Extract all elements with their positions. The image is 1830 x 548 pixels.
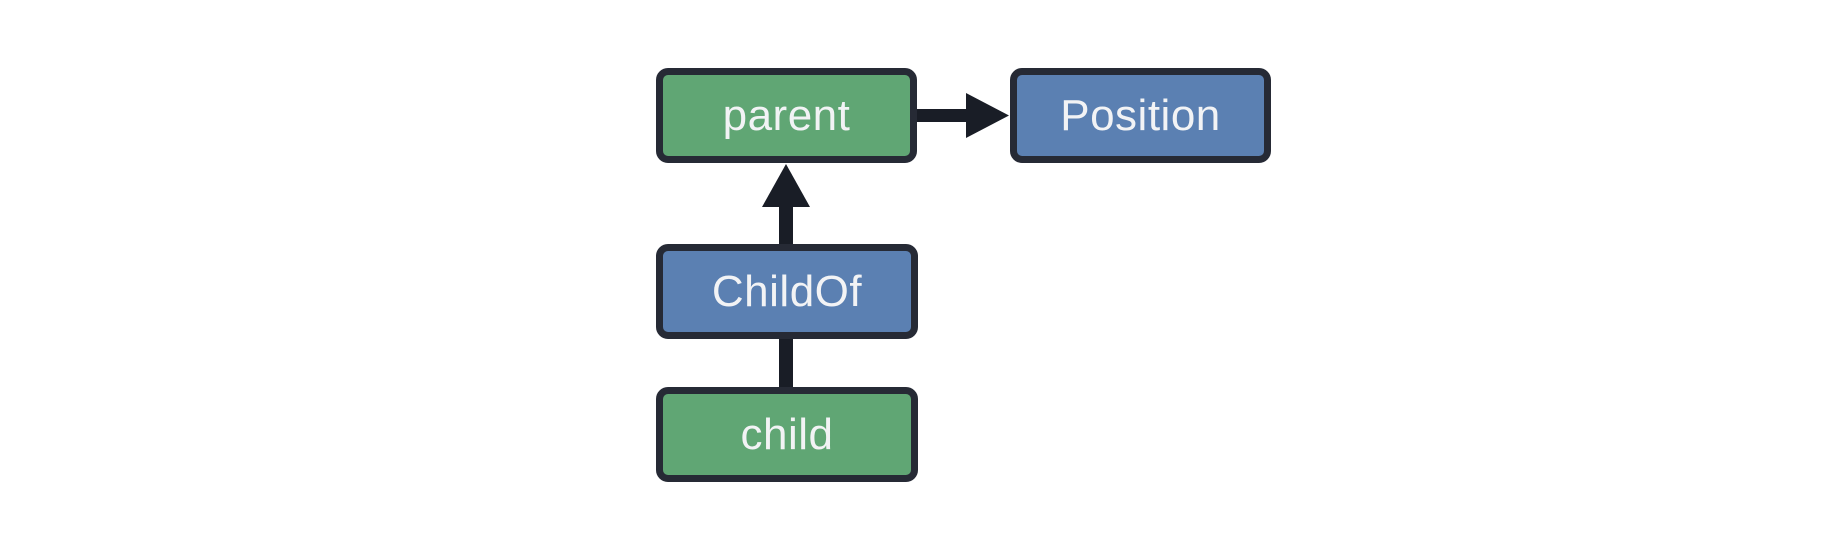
edge-child-to-childof: [779, 338, 793, 388]
arrow-right-icon: [966, 93, 1009, 138]
node-child: child: [656, 387, 918, 482]
edge-childof-to-parent-shaft: [779, 203, 793, 245]
edge-childof-to-parent: [762, 164, 810, 245]
arrow-up-icon: [762, 164, 810, 207]
node-parent: parent: [656, 68, 917, 163]
edge-child-to-childof-shaft: [779, 338, 793, 388]
node-position: Position: [1010, 68, 1271, 163]
node-childof: ChildOf: [656, 244, 918, 339]
edge-parent-to-position: [917, 93, 1009, 138]
edge-parent-to-position-shaft: [917, 109, 970, 122]
